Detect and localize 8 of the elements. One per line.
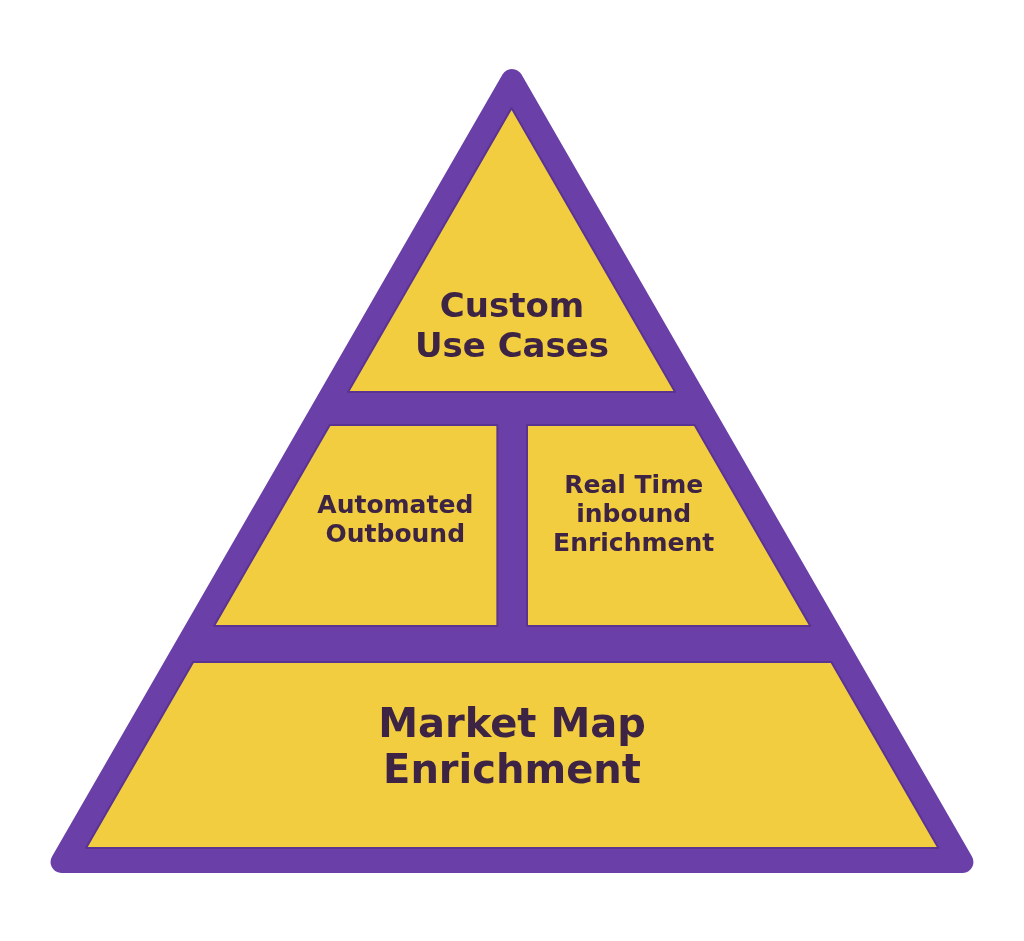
pyramid-tier	[348, 108, 676, 392]
tier-label: Automated Outbound	[316, 490, 475, 548]
tier-label: Real Time inbound Enrichment	[552, 470, 716, 557]
tier-label: Market Map Enrichment	[377, 700, 647, 792]
tier-label: Custom Use Cases	[413, 285, 611, 365]
pyramid-tier	[527, 425, 811, 626]
pyramid-tier	[85, 662, 939, 848]
pyramid-tier	[213, 425, 497, 626]
